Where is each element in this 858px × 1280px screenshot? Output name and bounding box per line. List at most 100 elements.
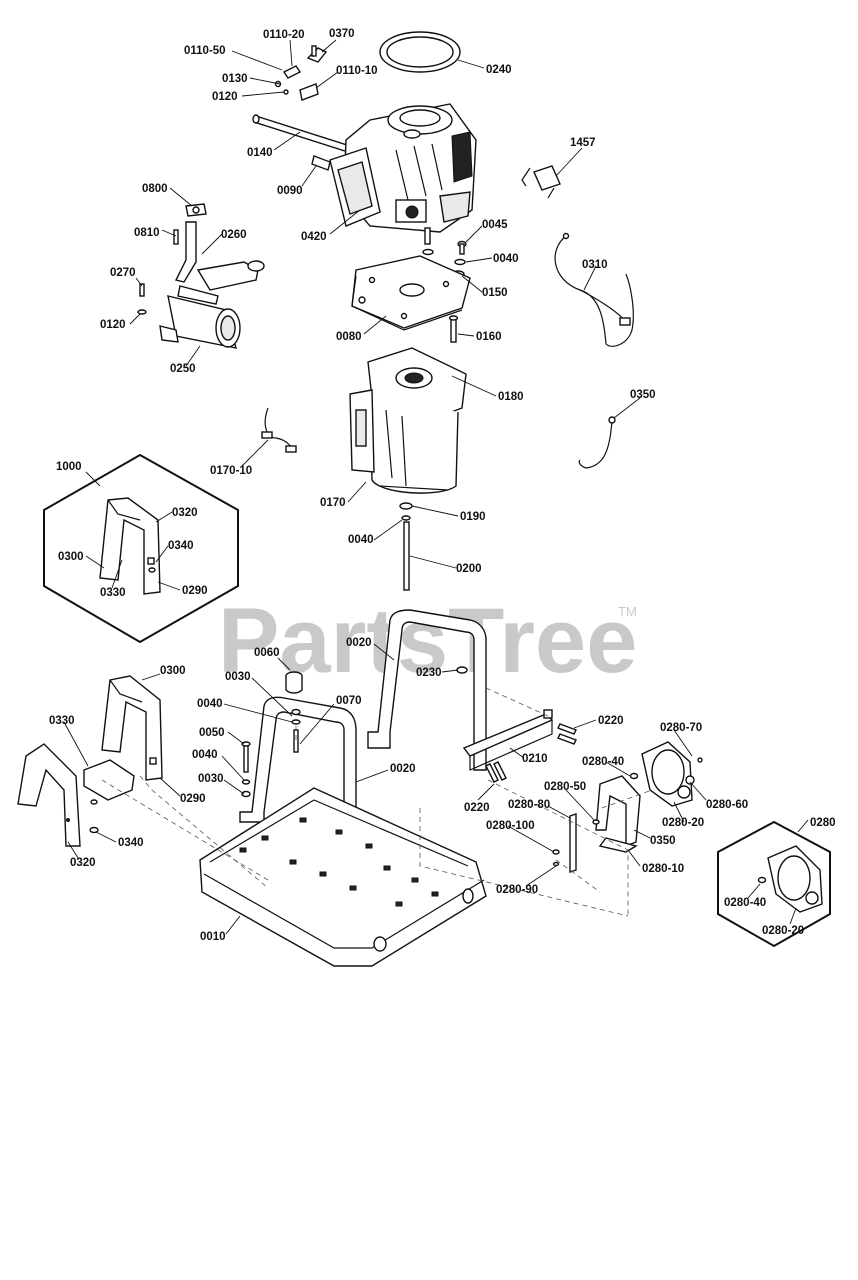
- regulator-0280-part[interactable]: [641, 741, 703, 807]
- isolator-0060-part[interactable]: [285, 671, 303, 694]
- bolt-0070-part[interactable]: [293, 729, 299, 753]
- callout-label: 0330: [49, 715, 75, 727]
- alternator-part[interactable]: [349, 347, 467, 494]
- callout-label: 0010: [200, 931, 226, 943]
- bracket-0370-part[interactable]: [306, 45, 328, 63]
- callout-label: 0070: [336, 695, 362, 707]
- callout-label: 0280-50: [544, 781, 586, 793]
- callout-label: 0320: [172, 507, 198, 519]
- nut-0340-part[interactable]: [89, 799, 99, 834]
- callout-label: 0050: [199, 727, 225, 739]
- gasket-0800-part[interactable]: [185, 203, 207, 217]
- bolt-0160-part[interactable]: [448, 315, 459, 343]
- callout-label: 0280-10: [642, 863, 684, 875]
- callout-label: 0310: [582, 259, 608, 271]
- bolt-0045-part[interactable]: [457, 240, 467, 255]
- callout-label: 0170: [320, 497, 346, 509]
- callout-label: 0280-20: [662, 817, 704, 829]
- callout-label: 0370: [329, 28, 355, 40]
- callout-label: 0040: [348, 534, 374, 546]
- rod-0200-part[interactable]: [403, 521, 410, 591]
- inset-1000-hexagon: [43, 453, 239, 644]
- washers-0040-left-part[interactable]: [241, 719, 301, 785]
- base-plate-part[interactable]: [199, 787, 487, 967]
- small-hardware-0110-part[interactable]: [274, 65, 319, 101]
- callout-label: 0160: [476, 331, 502, 343]
- bracket-0350-part[interactable]: [595, 775, 641, 853]
- callout-label: 0190: [460, 511, 486, 523]
- callout-label: 0280-20: [762, 925, 804, 937]
- washer-0120-part[interactable]: [137, 309, 147, 315]
- callout-label: 0240: [486, 64, 512, 76]
- bolt-0050-part[interactable]: [241, 741, 251, 773]
- wire-harness-0310-part[interactable]: [554, 232, 634, 347]
- callout-label: 0060: [254, 647, 280, 659]
- plate-0280-80-part[interactable]: [569, 813, 577, 873]
- rod-0140-part[interactable]: [252, 114, 351, 153]
- callout-label: 0220: [464, 802, 490, 814]
- switch-1457-part[interactable]: [521, 165, 561, 199]
- callout-label: 0030: [198, 773, 224, 785]
- callout-label: 0290: [182, 585, 208, 597]
- callout-label: 0350: [630, 389, 656, 401]
- watermark-tm: TM: [618, 604, 637, 619]
- callout-label: 0280-100: [486, 820, 535, 832]
- callout-label: 0130: [222, 73, 248, 85]
- muffler-part[interactable]: [159, 295, 241, 349]
- callout-label: 0320: [70, 857, 96, 869]
- bracket-0300-part[interactable]: [101, 675, 163, 781]
- screw-0810-part[interactable]: [173, 229, 179, 245]
- cross-bar-0210-part[interactable]: [462, 709, 554, 771]
- wire-0170-10-part[interactable]: [261, 407, 297, 453]
- callout-label: 0800: [142, 183, 168, 195]
- callout-label: 0280-80: [508, 799, 550, 811]
- screw-0270-part[interactable]: [139, 283, 145, 297]
- callout-label: 0180: [498, 391, 524, 403]
- wire-0350-part[interactable]: [578, 416, 616, 469]
- frame-tube-rear-part[interactable]: [367, 609, 487, 771]
- callout-label: 0210: [522, 753, 548, 765]
- callout-label: 0110-50: [184, 45, 226, 57]
- callout-label: 0300: [160, 665, 186, 677]
- bracket-0320-part[interactable]: [17, 743, 81, 847]
- callout-label: 0280-90: [496, 884, 538, 896]
- callout-label: 0220: [598, 715, 624, 727]
- callout-label: 0150: [482, 287, 508, 299]
- leader-lines: [63, 39, 809, 935]
- callout-label: 0120: [100, 319, 126, 331]
- exhaust-pipe-0260-part[interactable]: [174, 221, 265, 305]
- callout-label: 0040: [192, 749, 218, 761]
- callout-label: 0200: [456, 563, 482, 575]
- washer-0190-part[interactable]: [399, 502, 413, 510]
- callout-label: 0230: [416, 667, 442, 679]
- nut-0230-part[interactable]: [456, 666, 468, 674]
- callout-labels: 0110-50 0110-20 0370 0240 0130 0110-10 0…: [49, 28, 836, 943]
- callout-label: 1000: [56, 461, 82, 473]
- adapter-plate-part[interactable]: [351, 255, 471, 331]
- washer-0040-part[interactable]: [454, 258, 466, 266]
- callout-label: 0040: [197, 698, 223, 710]
- gasket-ring-part[interactable]: [379, 31, 461, 73]
- callout-label: 0330: [100, 587, 126, 599]
- bolts-0220-part[interactable]: [485, 723, 577, 783]
- callout-label: 0280-40: [724, 897, 766, 909]
- callout-label: 0280-70: [660, 722, 702, 734]
- callout-label: 0110-20: [263, 29, 305, 41]
- engine-bolts-part[interactable]: [422, 227, 434, 256]
- fitting-0090-part[interactable]: [311, 155, 331, 171]
- callout-label: 0290: [180, 793, 206, 805]
- callout-label: 0420: [301, 231, 327, 243]
- callout-label: 0170-10: [210, 465, 252, 477]
- callout-label: 0280: [810, 817, 836, 829]
- callout-label: 0080: [336, 331, 362, 343]
- callout-label: 0260: [221, 229, 247, 241]
- callout-label: 0340: [168, 540, 194, 552]
- screws-0280-40-part[interactable]: [552, 772, 639, 867]
- washer-0040-b-part[interactable]: [401, 515, 411, 521]
- callout-label: 0045: [482, 219, 508, 231]
- bracket-0330-part[interactable]: [83, 759, 135, 801]
- engine-part[interactable]: [329, 103, 477, 233]
- callout-label: 1457: [570, 137, 596, 149]
- nut-0030-part[interactable]: [241, 708, 301, 798]
